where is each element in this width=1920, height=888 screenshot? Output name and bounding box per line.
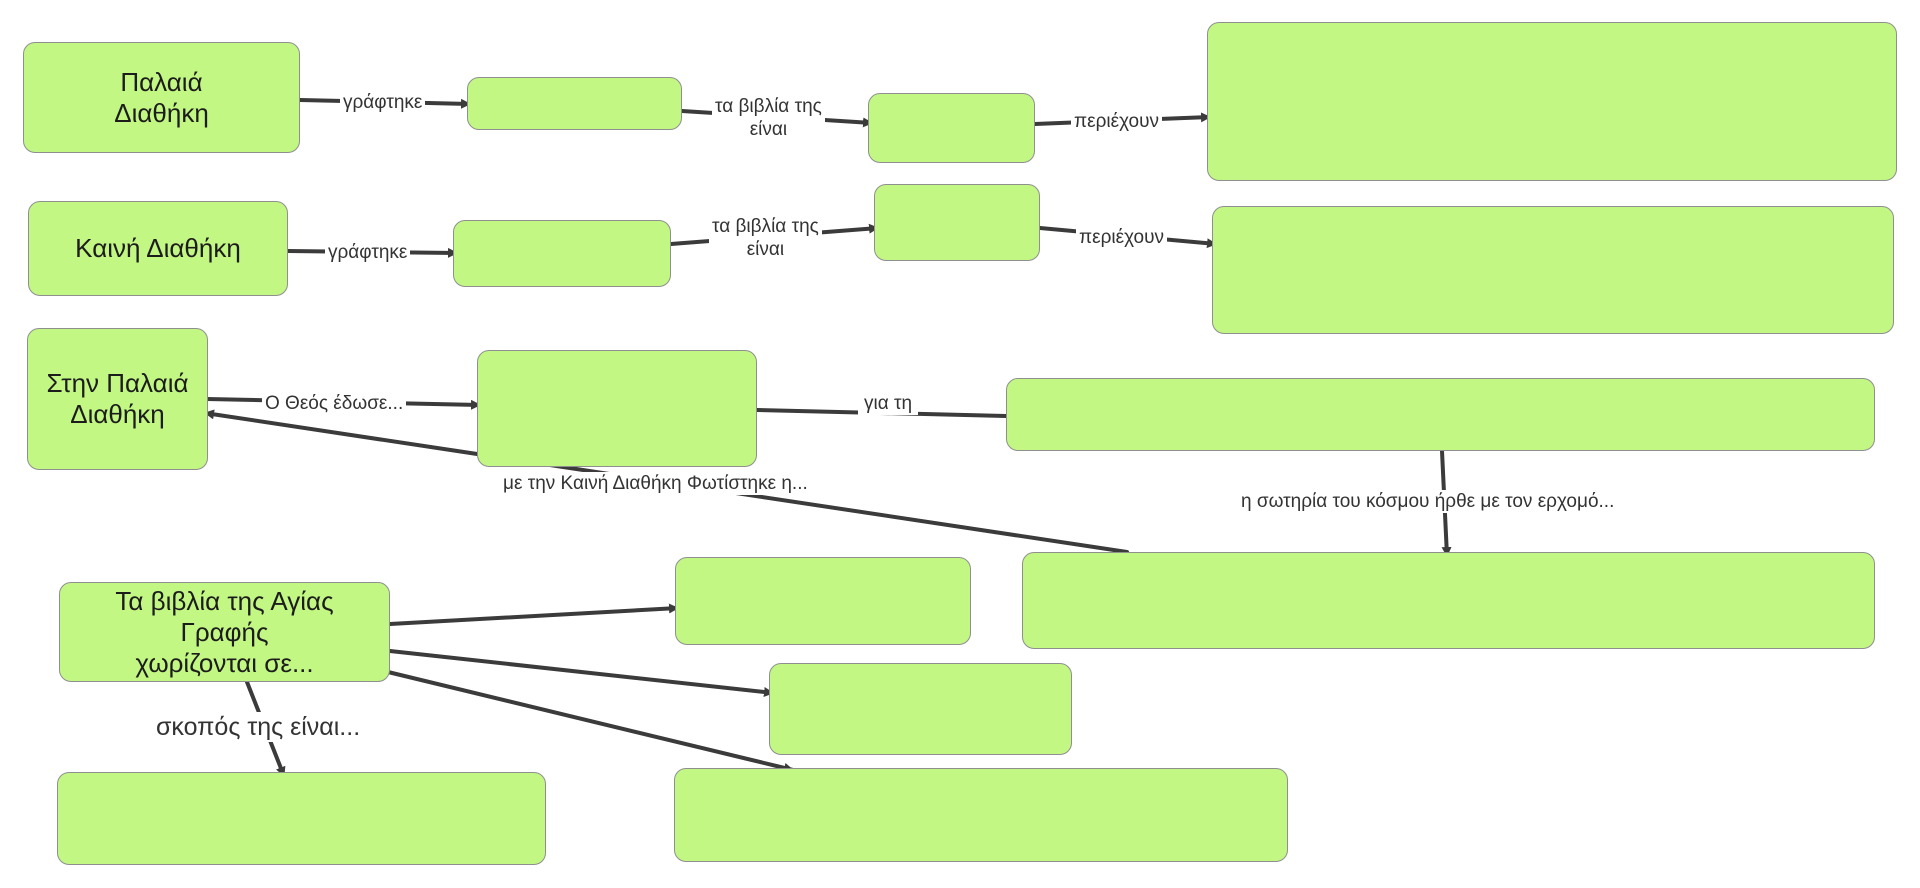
node-old-writing[interactable]: [467, 77, 682, 130]
label-god-gave: Ο Θεός έδωσε...: [262, 392, 407, 415]
label-purpose-is: σκοπός της είναι...: [153, 712, 364, 742]
node-new-testament[interactable]: Καινή Διαθήκη: [28, 201, 288, 296]
node-division-3[interactable]: [674, 768, 1288, 862]
node-new-writing[interactable]: [453, 220, 671, 287]
node-new-books[interactable]: [874, 184, 1040, 261]
edge-division-2: [388, 649, 775, 697]
label-new-written: γράφτηκε: [325, 241, 411, 264]
node-old-books[interactable]: [868, 93, 1035, 163]
node-old-content[interactable]: [1207, 22, 1897, 181]
node-in-old-testament-label: Στην Παλαιά Διαθήκη: [46, 368, 189, 429]
label-new-books-are: τα βιβλία της είναι: [709, 215, 822, 261]
edge-division-1: [388, 603, 680, 626]
node-books-divided-label: Τα βιβλία της Αγίας Γραφής χωρίζονται σε…: [115, 585, 334, 678]
node-books-divided[interactable]: Τα βιβλία της Αγίας Γραφής χωρίζονται σε…: [59, 582, 390, 682]
label-old-contain: περιέχουν: [1071, 110, 1162, 133]
node-old-testament-label: Παλαιά Διαθήκη: [114, 66, 209, 128]
label-new-contain: περιέχουν: [1076, 226, 1167, 249]
node-purpose[interactable]: [57, 772, 546, 865]
node-division-2[interactable]: [769, 663, 1072, 755]
node-for-the[interactable]: [1006, 378, 1875, 451]
label-salvation-came: η σωτηρία του κόσμου ήρθε με τον ερχομό.…: [1238, 490, 1618, 513]
label-old-books-are: τα βιβλία της είναι: [712, 95, 825, 141]
label-for-the: για τη: [858, 392, 919, 415]
label-old-written: γράφτηκε: [340, 91, 426, 114]
label-enlightened: με την Καινή Διαθήκη Φωτίστηκε η...: [500, 472, 811, 495]
node-salvation[interactable]: [1022, 552, 1875, 649]
edge-division-3: [386, 670, 795, 773]
node-division-1[interactable]: [675, 557, 971, 645]
node-new-testament-label: Καινή Διαθήκη: [75, 233, 241, 263]
node-in-old-testament[interactable]: Στην Παλαιά Διαθήκη: [27, 328, 208, 470]
node-old-testament[interactable]: Παλαιά Διαθήκη: [23, 42, 300, 153]
node-new-content[interactable]: [1212, 206, 1894, 334]
node-god-gave[interactable]: [477, 350, 757, 467]
